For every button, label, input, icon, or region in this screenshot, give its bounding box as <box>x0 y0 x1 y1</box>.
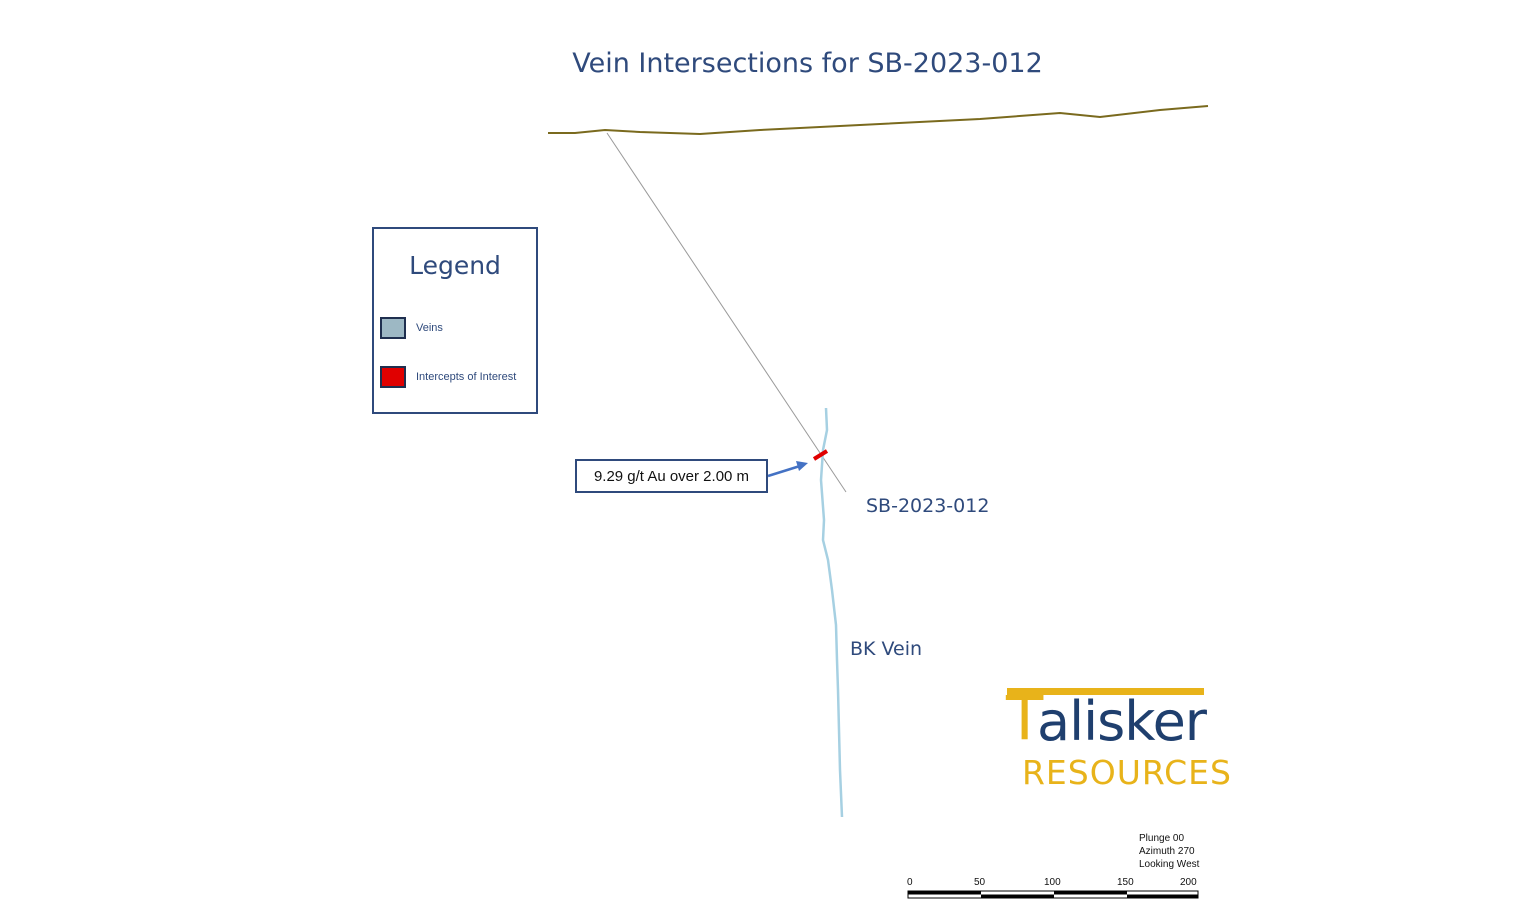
callout-text: 9.29 g/t Au over 2.00 m <box>593 467 750 485</box>
direction-text: Looking West <box>1139 859 1200 870</box>
scale-tick-label: 0 <box>907 877 913 888</box>
drillhole-trace <box>606 132 847 493</box>
scale-segment <box>1054 891 1127 895</box>
drillhole-label: SB-2023-012 <box>866 495 990 517</box>
scale-tick-label: 200 <box>1180 877 1197 888</box>
intercept-marker <box>812 449 829 461</box>
legend-item-veins: Veins <box>380 317 443 339</box>
azimuth-text: Azimuth 270 <box>1139 846 1195 857</box>
legend-label-veins: Veins <box>416 322 443 334</box>
legend-title: Legend <box>409 251 501 280</box>
diagram-title: Vein Intersections for SB-2023-012 <box>572 48 1043 79</box>
callout-arrow-line <box>767 464 801 478</box>
vein-label: BK Vein <box>850 638 923 660</box>
callout-arrow-head <box>796 461 808 471</box>
legend-item-intercepts: Intercepts of Interest <box>380 366 516 388</box>
intercept-callout: 9.29 g/t Au over 2.00 m <box>575 459 768 493</box>
scale-bar <box>907 890 1199 899</box>
view-info: Plunge 00 Azimuth 270 Looking West <box>1139 832 1199 871</box>
plunge-text: Plunge 00 <box>1139 833 1185 844</box>
logo-first-letter: T <box>1006 683 1044 754</box>
scale-tick-label: 50 <box>974 877 986 888</box>
intercepts-swatch <box>380 366 406 388</box>
logo-wordmark: alisker <box>1037 690 1207 753</box>
talisker-logo: T alisker RESOURCES <box>1006 683 1231 796</box>
legend-label-intercepts: Intercepts of Interest <box>416 371 517 383</box>
veins-swatch <box>380 317 406 339</box>
legend: Legend Veins Intercepts of Interest <box>372 227 538 414</box>
logo-subtitle: RESOURCES <box>1022 753 1232 792</box>
scale-tick-label: 100 <box>1044 877 1061 888</box>
scale-tick-label: 150 <box>1117 877 1134 888</box>
scale-segment <box>1127 894 1198 898</box>
scale-segment <box>908 891 981 895</box>
topography-line <box>548 105 1209 136</box>
logo-bar <box>1007 688 1204 695</box>
scale-segment <box>981 894 1054 898</box>
